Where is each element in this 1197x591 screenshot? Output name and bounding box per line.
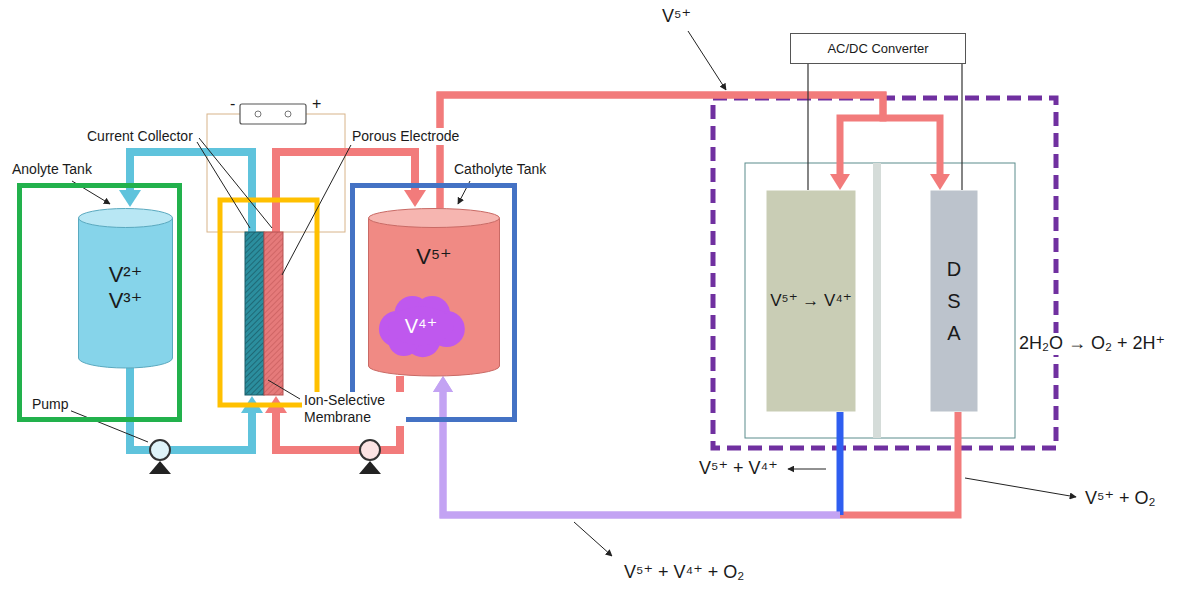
leader-line [574, 522, 612, 556]
callout-label: 2H₂O → O₂ + 2H⁺ [1017, 333, 1167, 355]
species-cloud: V⁴⁺ [378, 296, 464, 356]
label-slot: - [228, 94, 237, 113]
leader-line [282, 143, 352, 275]
tank-top [79, 209, 173, 228]
rebalance-frame [713, 98, 1056, 448]
label-slot: V⁵⁺ [660, 6, 693, 28]
frame-heading: Anolyte Tank [10, 161, 94, 178]
node-text: V⁵⁺ [416, 244, 451, 270]
pump-symbol [360, 440, 380, 460]
label-slot: Ion-Selective Membrane [302, 392, 406, 426]
frame-outline [20, 186, 180, 420]
callout-label: Pump [30, 396, 71, 413]
arrow-head [930, 174, 950, 190]
cloud-core [388, 307, 453, 345]
anolyte-pipe [130, 368, 150, 450]
connector-line [961, 64, 962, 190]
frame-heading: Catholyte Tank [452, 161, 548, 178]
label-slot: + [310, 94, 323, 113]
tank-body [369, 218, 500, 376]
pipe-connector [433, 376, 958, 515]
callout-label: + [310, 94, 323, 113]
box-outline [931, 191, 978, 412]
battery-symbol [240, 104, 306, 124]
tank-top [369, 209, 500, 228]
box-outline [767, 191, 856, 412]
arrow-head [433, 376, 453, 392]
leader-line [688, 31, 726, 90]
group-frame: Catholyte TankV⁵⁺V⁴⁺ [350, 183, 517, 422]
label-slot: 2H₂O → O₂ + 2H⁺ [1017, 333, 1167, 355]
node-text: V²⁺ V³⁺ [109, 262, 143, 315]
label-slot: V⁵⁺ + V⁴⁺ + O₂ [622, 562, 746, 584]
cell-membrane [873, 163, 881, 438]
label-slot: Current Collector [85, 128, 195, 145]
battery-terminal [255, 111, 261, 117]
callout-label: Porous Electrode [350, 128, 461, 145]
process-box: AC/DC Converter [790, 33, 966, 64]
wire-connector [962, 64, 963, 190]
wire-connector [808, 64, 809, 190]
node-text: D S A [944, 253, 964, 349]
callout-label: V⁵⁺ + V⁴⁺ + O₂ [622, 562, 746, 584]
leader-line [197, 142, 250, 228]
storage-tank: V⁵⁺ V⁴⁺ [368, 208, 500, 376]
leader-line [199, 138, 272, 228]
pump-base [359, 461, 381, 474]
negative-electrode [245, 232, 264, 395]
frame-outline [353, 186, 515, 420]
label-slot: V⁵⁺ + O₂ [1083, 488, 1157, 510]
connector-line [840, 412, 958, 515]
leader-line [64, 408, 148, 442]
connector-line [837, 412, 844, 515]
positive-electrode [264, 232, 283, 395]
label-slot: Pump [30, 396, 71, 413]
node-text: V⁵⁺ → V⁴⁺ [770, 291, 851, 311]
box-outline [791, 34, 966, 64]
arrow-head [433, 376, 453, 392]
cell-housing [745, 163, 1015, 438]
leader-line [268, 380, 300, 399]
process-box: V⁵⁺ → V⁴⁺ [766, 190, 856, 412]
storage-tank: V²⁺ V³⁺ [78, 208, 173, 368]
pump-symbol [150, 440, 170, 460]
callout-label: V⁵⁺ [660, 6, 693, 28]
battery-terminal [285, 111, 291, 117]
stack-frame [220, 200, 317, 405]
tank-body [79, 218, 173, 368]
connector-line [807, 64, 808, 190]
node-text: V⁴⁺ [405, 314, 438, 338]
callout-label: Ion-Selective Membrane [302, 392, 406, 426]
callout-label: V⁵⁺ + O₂ [1083, 488, 1157, 510]
leader-line [965, 478, 1076, 497]
callout-label: Current Collector [85, 128, 195, 145]
pipe-arrowhead [119, 190, 141, 207]
callout-label: - [228, 94, 237, 113]
callout-label: V⁵⁺ + V⁴⁺ [697, 458, 780, 480]
leader-line [788, 469, 826, 470]
label-slot: V⁵⁺ + V⁴⁺ [697, 458, 780, 480]
group-frame: Anolyte TankV²⁺ V³⁺ [17, 183, 182, 422]
label-slot: Porous Electrode [350, 128, 461, 145]
pump-base [149, 461, 171, 474]
node-text: AC/DC Converter [827, 41, 928, 57]
arrow-head [830, 174, 850, 190]
pipe-arrowhead [404, 190, 426, 207]
process-box: D S A [930, 190, 978, 412]
anolyte-pipe [170, 412, 252, 450]
